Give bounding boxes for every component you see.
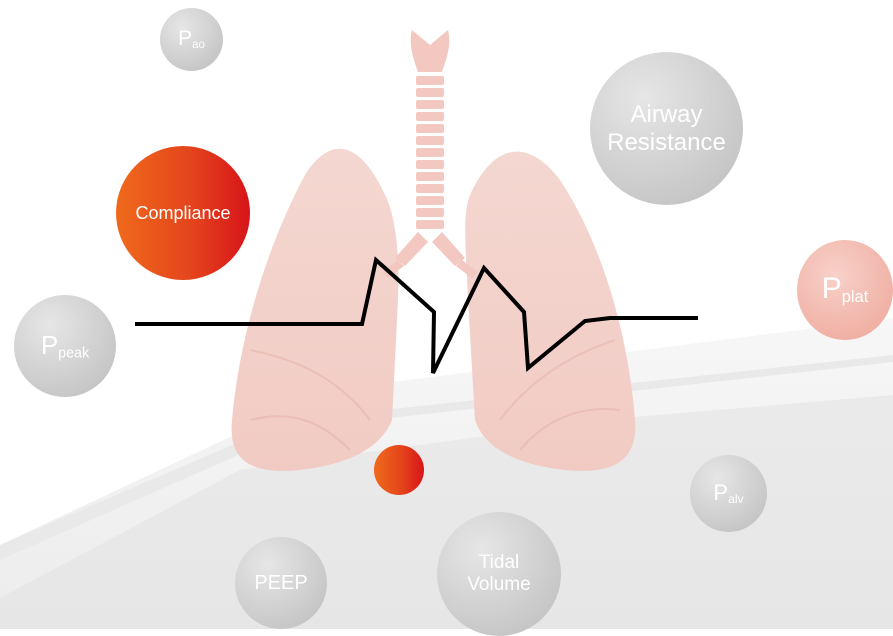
ppeak-bubble: Ppeak [14, 295, 116, 397]
pplat-label: Pplat [822, 272, 869, 307]
peep-label: PEEP [254, 572, 307, 595]
pao-bubble: Pao [160, 8, 223, 71]
red-dot-marker [374, 445, 424, 495]
pplat-bubble: Pplat [797, 240, 893, 340]
pao-label: Pao [178, 27, 205, 52]
compliance-label: Compliance [135, 203, 230, 224]
palv-label: Palv [713, 480, 743, 507]
palv-bubble: Palv [690, 455, 767, 532]
left-lung [232, 149, 399, 471]
ppeak-label: Ppeak [41, 331, 89, 362]
peep-bubble: PEEP [235, 537, 327, 629]
compliance-bubble: Compliance [116, 146, 250, 280]
